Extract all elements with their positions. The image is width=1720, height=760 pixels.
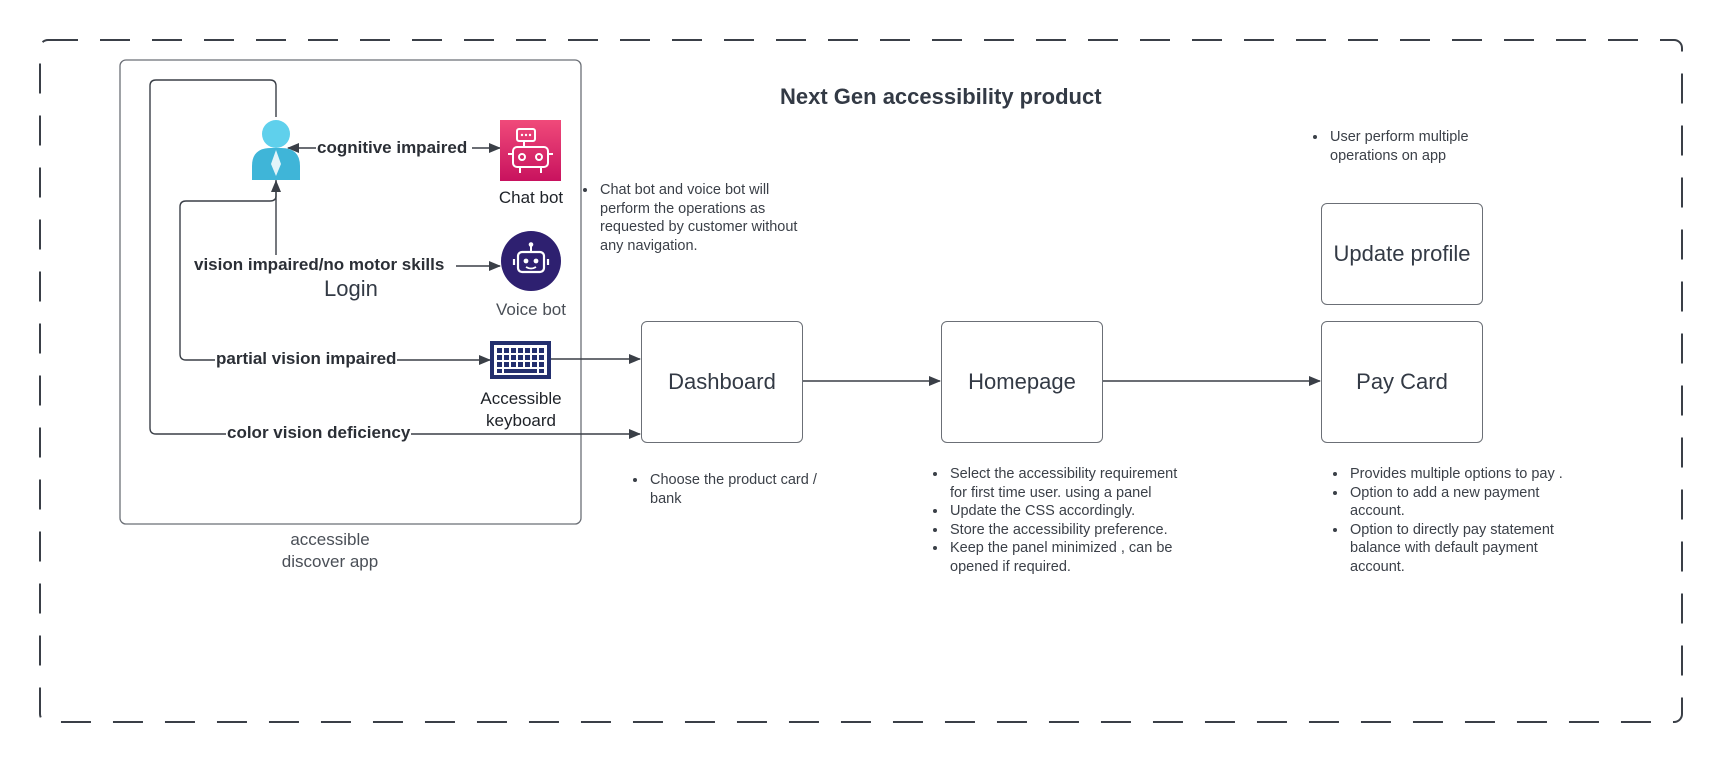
homepage-note-item: Keep the panel minimized , can be opened… — [948, 539, 1180, 576]
update-profile-box[interactable]: Update profile — [1321, 203, 1483, 305]
outer-dashed-frame — [39, 39, 1683, 723]
voicebot-icon — [500, 230, 562, 292]
user-ops-notes: User perform multiple operations on app — [1314, 128, 1508, 165]
homepage-note-item: Select the accessibility requirement for… — [948, 465, 1180, 502]
login-label: Login — [324, 276, 378, 301]
paycard-box[interactable]: Pay Card — [1321, 321, 1483, 443]
homepage-box[interactable]: Homepage — [941, 321, 1103, 443]
keyboard-label: Accessible keyboard — [480, 389, 562, 430]
diagram-title: Next Gen accessibility product — [780, 84, 1102, 109]
dashboard-note-item: Choose the product card / bank — [648, 471, 848, 508]
paycard-note-item: Option to add a new payment account. — [1348, 484, 1578, 521]
chatbot-label: Chat bot — [498, 188, 564, 207]
edge-label-partial: partial vision impaired — [215, 349, 398, 369]
bots-note-item: Chat bot and voice bot will perform the … — [598, 181, 798, 255]
paycard-note-item: Provides multiple options to pay . — [1348, 465, 1578, 484]
color-vision-connector — [149, 79, 641, 439]
user-ops-note-item: User perform multiple operations on app — [1328, 128, 1508, 165]
bots-notes: Chat bot and voice bot will perform the … — [584, 181, 798, 255]
homepage-note-item: Store the accessibility preference. — [948, 521, 1180, 540]
edge-label-cognitive: cognitive impaired — [316, 138, 469, 158]
partial-vision-connector — [179, 180, 491, 365]
paycard-note-item: Option to directly pay statement balance… — [1348, 521, 1578, 577]
keyboard-icon — [490, 341, 551, 379]
chatbot-icon — [500, 120, 561, 181]
app-group-caption: accessible discover app — [270, 529, 390, 573]
dashboard-notes: Choose the product card / bank — [634, 471, 848, 508]
homepage-note-item: Update the CSS accordingly. — [948, 502, 1180, 521]
edge-label-vision: vision impaired/no motor skills — [193, 255, 446, 275]
dashboard-box[interactable]: Dashboard — [641, 321, 803, 443]
user-person-icon — [249, 118, 303, 182]
paycard-notes: Provides multiple options to pay . Optio… — [1334, 465, 1578, 577]
homepage-notes: Select the accessibility requirement for… — [934, 465, 1180, 577]
edge-label-color: color vision deficiency — [226, 423, 412, 443]
app-group-frame — [119, 59, 582, 525]
voicebot-label: Voice bot — [496, 300, 566, 319]
